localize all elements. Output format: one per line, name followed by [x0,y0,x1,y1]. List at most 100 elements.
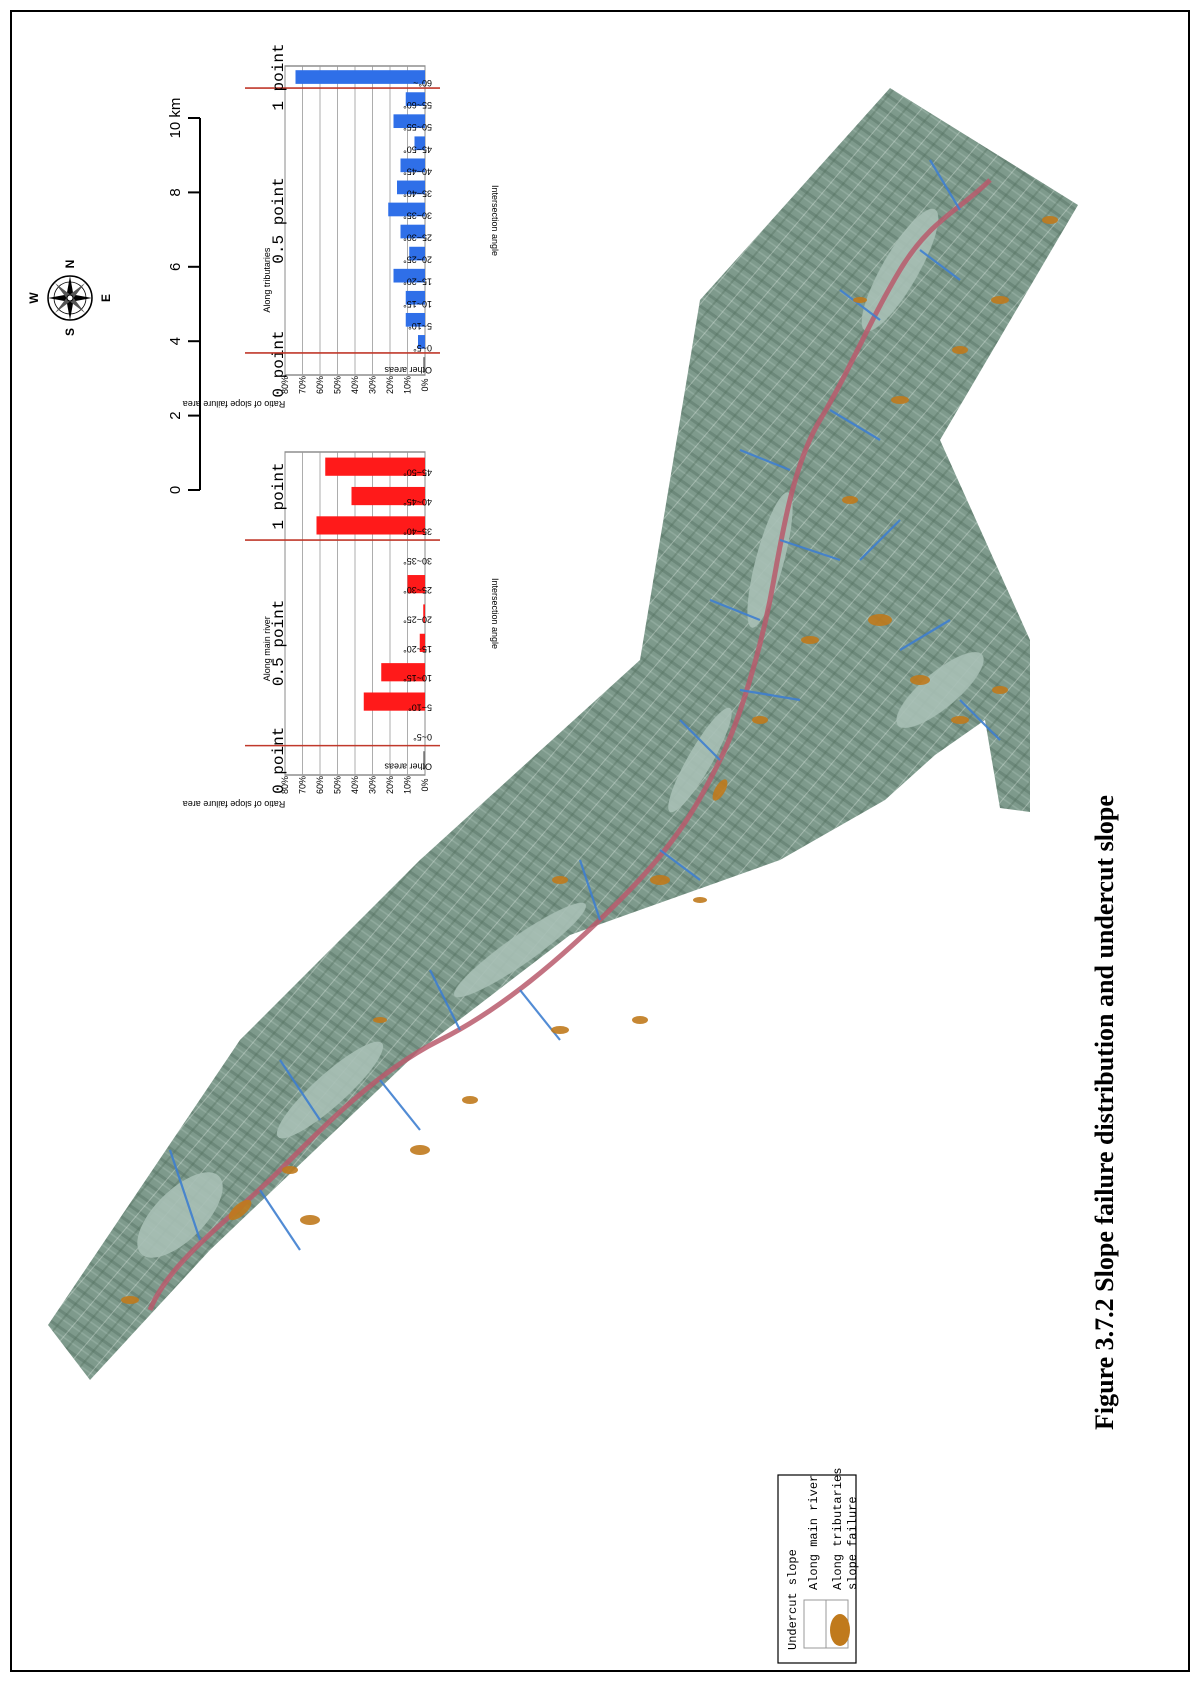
zone-label: 0 point [270,330,288,397]
bar [418,335,425,349]
zone-label: 0.5 point [270,177,288,263]
bar [363,692,425,711]
chart-main-river: 0% 10% 20% 30% 40% 50% 60% 70% 80% Other areas 0~5… [183,451,500,809]
bar [419,633,425,652]
scale-tick-label: 6 [167,263,184,271]
bar [414,136,425,151]
chart-title: Along tributaries [262,247,272,313]
legend-label-slope-failure: slope failure [846,1496,860,1590]
bar [295,70,425,84]
x-axis-label: Intersection angle [490,185,500,256]
bar [316,516,425,535]
y-tick-label: 40% [350,776,360,794]
slope-failure-patches [121,216,1058,1304]
y-tick-label: 70% [298,376,308,394]
terrain-map [48,88,1078,1380]
scale-tick-label: 8 [167,188,184,196]
y-axis-label: Ratio of slope failure area [183,799,286,809]
legend-title: Undercut slope [786,1549,800,1650]
scale-tick-label: 10 km [167,98,184,139]
x-tick-label: 10~15° [403,673,432,683]
bar [381,663,425,682]
y-tick-label: 20% [385,776,395,794]
zone-label: 1 point [270,462,288,529]
x-tick-label: Other areas [384,761,432,771]
compass-rose: N E S W [27,260,113,336]
zone-label: 1 point [270,43,288,110]
bar [393,114,425,129]
scale-tick-label: 0 [167,486,184,494]
x-tick-label: 0~5° [413,732,432,742]
y-tick-label: 30% [368,376,378,394]
x-tick-label: 10~15° [403,299,432,309]
legend-label-tributaries: Along tributaries [831,1468,845,1590]
compass-w-label: W [27,292,41,304]
bar [388,202,425,217]
bar [400,158,425,173]
x-tick-label: 20~25° [403,255,432,265]
x-tick-label: 50~55° [403,122,432,132]
bar [405,312,425,327]
y-tick-label: 50% [333,776,343,794]
y-tick-label: 20% [385,376,395,394]
x-tick-label: 30~35° [403,556,432,566]
scale-tick-label: 4 [167,337,184,345]
y-tick-label: 40% [350,376,360,394]
x-tick-label: 15~20° [403,277,432,287]
y-tick-label: 10% [403,776,413,794]
y-tick-label: 60% [315,376,325,394]
x-tick-label: 0~5° [413,343,432,353]
x-tick-label: 5~10° [408,703,432,713]
bar [423,604,425,623]
y-tick-label: 80% [280,776,290,794]
y-tick-label: 0% [420,778,430,791]
y-tick-label: 80% [280,376,290,394]
bar [351,486,425,506]
bar-charts: 0% 10% 20% 30% 40% 50% 60% 70% 80% Other areas 0~5… [183,43,500,809]
y-tick-label: 70% [298,776,308,794]
legend-label-main-river: Along main river [807,1475,821,1590]
y-tick-label: 0% [420,378,430,391]
bar [407,575,425,594]
legend: Undercut slope Along main river Along tr… [777,1468,860,1664]
compass-s-label: S [63,328,77,336]
bar [409,246,425,261]
y-tick-label: 10% [403,376,413,394]
x-tick-label: 45~50° [403,144,432,154]
bar [423,357,425,371]
tributaries [168,159,1001,1251]
x-tick-label: 35~40° [403,188,432,198]
legend-slope-failure-swatch [830,1614,850,1646]
bar [397,180,425,195]
zone-label: 0.5 point [270,600,288,686]
y-tick-label: 50% [333,376,343,394]
bar [393,268,425,283]
x-tick-label: 20~25° [403,615,432,625]
x-tick-label: 35~40° [403,526,432,536]
x-tick-label: 60°~ [413,78,432,88]
bar [325,457,425,476]
bar [405,92,425,106]
y-tick-label: 60% [315,776,325,794]
chart-title: Along main river [262,616,272,681]
x-tick-label: Other areas [384,365,432,375]
bar [405,290,425,305]
x-tick-label: 40~45° [403,497,432,507]
terrain-texture [48,88,1078,1380]
y-axis-label: Ratio of slope failure area [183,399,286,409]
x-axis-label: Intersection angle [490,578,500,649]
bar [400,224,425,239]
x-tick-label: 55~60° [403,100,432,110]
y-tick-label: 30% [368,776,378,794]
compass-n-label: N [63,260,77,269]
chart-tributaries: 0% 10% 20% 30% 40% 50% 60% 70% 80% Other areas 0~5… [183,43,500,409]
figure-caption: Figure 3.7.2 Slope failure distribution … [1090,795,1119,1430]
x-tick-label: 30~35° [403,210,432,220]
x-tick-label: 40~45° [403,166,432,176]
x-tick-label: 45~50° [403,468,432,478]
x-tick-label: 5~10° [408,321,432,331]
bar [423,751,425,770]
x-tick-label: 25~30° [403,233,432,243]
